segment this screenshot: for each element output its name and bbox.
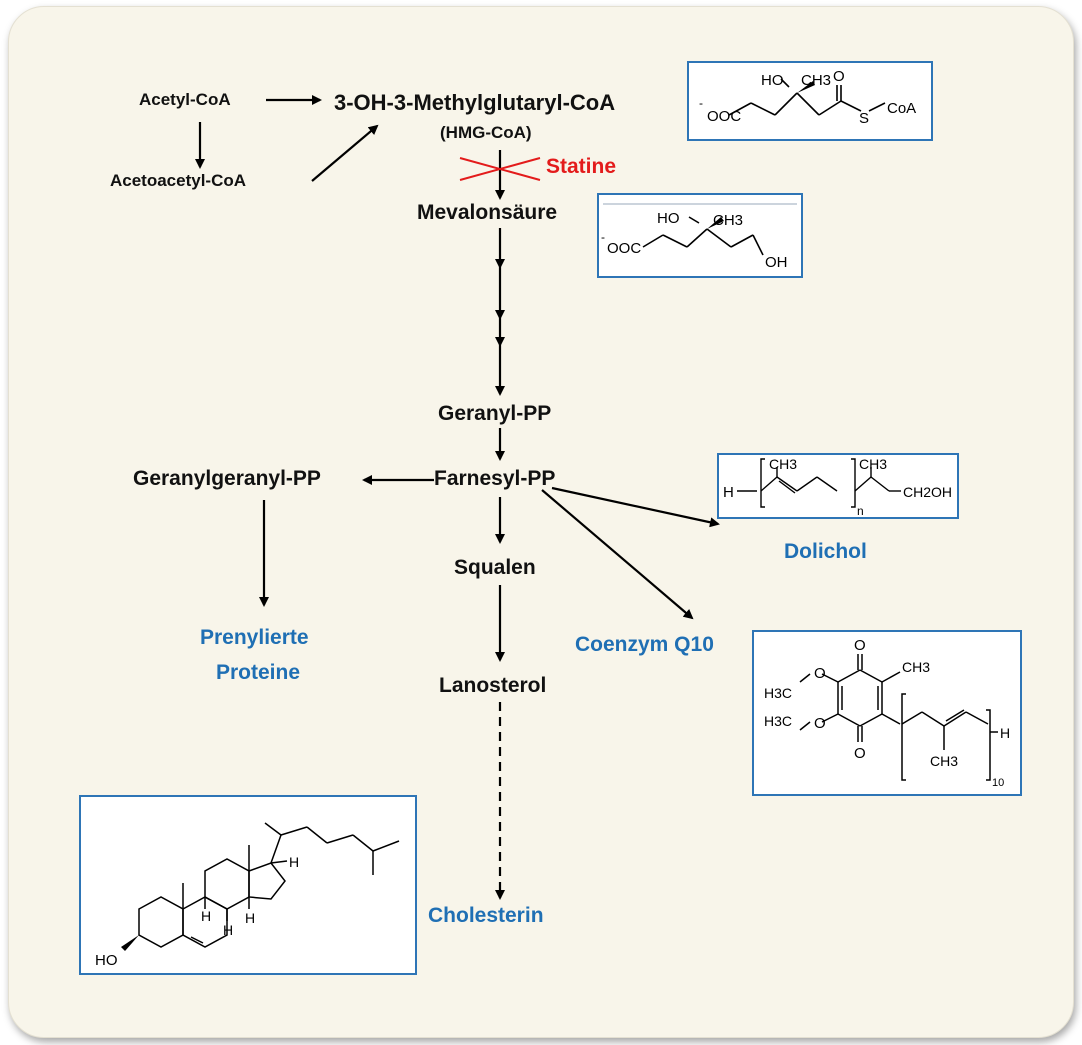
arrow-farnesyl-to-dolichol: [551, 486, 720, 528]
cholesterin-label: Cholesterin: [428, 904, 544, 927]
mevalonate-alcohol: OH: [765, 254, 788, 271]
q10-methoxy-1: H3C: [764, 685, 792, 701]
mevalonate-hydroxy: HO: [657, 210, 680, 227]
mevalonate-structure: OOC - HO CH3 OH: [597, 193, 803, 278]
hmg-carboxylate: OOC: [707, 108, 741, 125]
mevalonate-charge: -: [601, 230, 605, 244]
q10-methyl: CH3: [902, 659, 930, 675]
dolichol-methyl-2: CH3: [859, 456, 887, 472]
geranylgeranyl-pp-label: Geranylgeranyl-PP: [133, 467, 321, 490]
q10-h: H: [1000, 725, 1010, 741]
farnesyl-pp-label: Farnesyl-PP: [434, 467, 556, 490]
acetoacetyl-coa-label: Acetoacetyl-CoA: [110, 171, 247, 190]
hmg-sulfur: S: [859, 110, 869, 127]
hmg-coa-label: 3-OH-3-Methylglutaryl-CoA: [334, 90, 616, 115]
coenzyme-q10-structure: O O O O H3C H3C CH3 CH3 H 10: [752, 630, 1022, 796]
geranyl-pp-label: Geranyl-PP: [438, 402, 552, 425]
hmg-coa-structure: OOC - HO CH3 O S CoA: [687, 61, 933, 141]
q10-carbonyl-bottom: O: [854, 745, 866, 762]
q10-repeat: 10: [992, 777, 1004, 789]
coenzym-q10-label: Coenzym Q10: [575, 633, 714, 656]
arrow-farnesyl-to-q10: [541, 489, 694, 620]
prenylated-proteins-line1: Prenylierte: [200, 626, 309, 649]
cholesterol-h4: H: [245, 910, 255, 926]
cholesterol-h3: H: [223, 922, 233, 938]
dolichol-methyl-1: CH3: [769, 456, 797, 472]
acetyl-coa-label: Acetyl-CoA: [139, 90, 231, 109]
cholesterol-h2: H: [201, 908, 211, 924]
q10-chain-methyl: CH3: [930, 753, 958, 769]
cholesterol-h1: H: [289, 854, 299, 870]
cholesterol-hydroxy: HO: [95, 952, 118, 969]
lanosterol-label: Lanosterol: [439, 674, 547, 697]
hmg-coa-abbreviation: (HMG-CoA): [440, 123, 532, 142]
mevalonate-carboxylate: OOC: [607, 240, 641, 257]
hmg-oxygen: O: [833, 68, 845, 85]
statin-inhibition-cross: [459, 157, 541, 181]
q10-methoxy-2: H3C: [764, 713, 792, 729]
dolichol-repeat: n: [857, 504, 864, 517]
dolichol-label: Dolichol: [784, 540, 867, 563]
arrow-acetoacetyl-to-hmg: [311, 124, 379, 182]
hmg-hydroxy: HO: [761, 72, 784, 89]
cholesterol-structure: HO H H H H: [79, 795, 417, 975]
squalen-label: Squalen: [454, 556, 536, 579]
hmg-methyl: CH3: [801, 72, 831, 89]
q10-o1: O: [814, 665, 826, 682]
hmg-charge: -: [699, 96, 703, 110]
dolichol-tail: CH2OH: [903, 484, 952, 500]
mevalonsaeure-label: Mevalonsäure: [417, 201, 558, 224]
prenylated-proteins-line2: Proteine: [216, 661, 301, 684]
dolichol-structure: H CH3 CH3 CH2OH n: [717, 453, 959, 519]
mevalonate-methyl: CH3: [713, 212, 743, 229]
q10-o2: O: [814, 715, 826, 732]
statine-label: Statine: [546, 155, 617, 178]
hmg-coa-group: CoA: [887, 100, 916, 117]
dolichol-h: H: [723, 484, 734, 501]
q10-carbonyl-top: O: [854, 637, 866, 654]
